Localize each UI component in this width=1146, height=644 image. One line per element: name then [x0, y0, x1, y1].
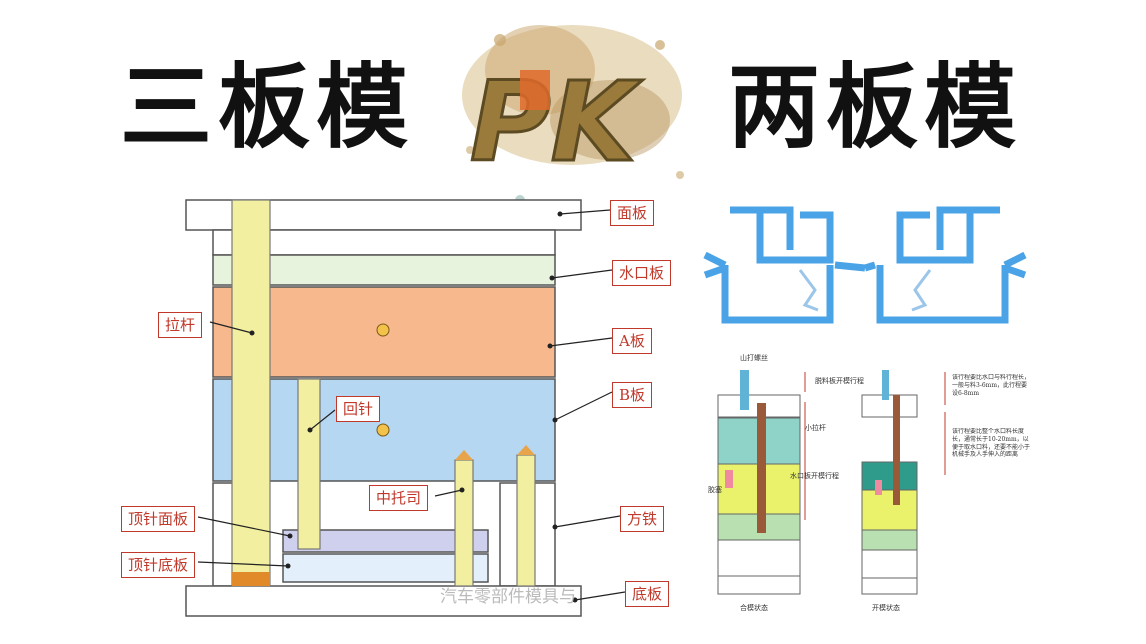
- title-two-plate: 两板模: [728, 54, 1023, 161]
- gate-hole-a: [376, 323, 390, 337]
- caption-open: 开模状态: [872, 603, 900, 612]
- guide-pin-tip: [517, 445, 535, 455]
- pk-text: PK: [470, 58, 644, 186]
- label-pull-rod: 拉杆: [158, 312, 203, 338]
- stroke-arrows: [804, 372, 946, 520]
- ejector-base-plate: [282, 553, 489, 583]
- small-note-1-box: 该行程要比水口与料行程长，一般与料3-6mm，此行程要设6-8mm: [952, 374, 1031, 397]
- small-label-screw: 山打螺丝: [740, 353, 768, 362]
- label-a-plate: A板: [612, 328, 652, 354]
- pk-splash: [462, 25, 684, 218]
- label-face-plate: 面板: [610, 200, 655, 226]
- small-note-1: 该行程要比水口与料行程长，一般与料3-6mm，此行程要设6-8mm: [952, 374, 1031, 397]
- leader-lines: [197, 209, 626, 601]
- middle-support-pin: [454, 459, 474, 587]
- caption-closed: 合模状态: [740, 603, 768, 612]
- middle-support-tip: [455, 450, 473, 460]
- pull-rod-end: [232, 572, 270, 586]
- blue-part-diagram: [703, 206, 1027, 324]
- label-spacer-block: 方铁: [620, 506, 665, 532]
- watermark: 汽车零部件模具与: [440, 587, 576, 607]
- mold-diagram: 汽车零部件模具与: [185, 199, 626, 617]
- label-b-plate: B板: [612, 382, 653, 408]
- small-label-stroke1: 脱料板开模行程: [815, 376, 864, 385]
- base-plate: [185, 585, 582, 617]
- three-plate-open: [861, 370, 918, 595]
- small-note-2-box: 该行程要比整个水口料长度长，通常长于10-20mm，以便于取水口料，还要不能小于…: [952, 428, 1031, 459]
- blue-part-inner: [798, 269, 932, 312]
- small-label-gate: 胶塞: [708, 485, 722, 494]
- title-three-plate: 三板模: [120, 54, 415, 161]
- label-base-plate: 底板: [625, 581, 670, 607]
- small-label-pull: 小拉杆: [805, 423, 826, 432]
- leader-dots: [249, 211, 578, 603]
- guide-pin: [516, 454, 536, 587]
- label-ejector-base-plate: 顶针底板: [121, 552, 196, 578]
- label-runner-plate: 水口板: [612, 260, 672, 286]
- small-label-stroke2: 水口板开模行程: [790, 471, 839, 480]
- label-return-pin: 回针: [336, 396, 381, 422]
- gate-hole-b: [376, 423, 390, 437]
- label-middle-support: 中托司: [369, 485, 429, 511]
- three-plate-closed: [717, 370, 801, 595]
- return-pin: [297, 378, 321, 550]
- label-ejector-face-plate: 顶针面板: [121, 506, 196, 532]
- small-note-2: 该行程要比整个水口料长度长，通常长于10-20mm，以便于取水口料，还要不能小于…: [952, 428, 1031, 459]
- pk-accent: [520, 70, 550, 110]
- ejector-face-plate: [282, 529, 489, 553]
